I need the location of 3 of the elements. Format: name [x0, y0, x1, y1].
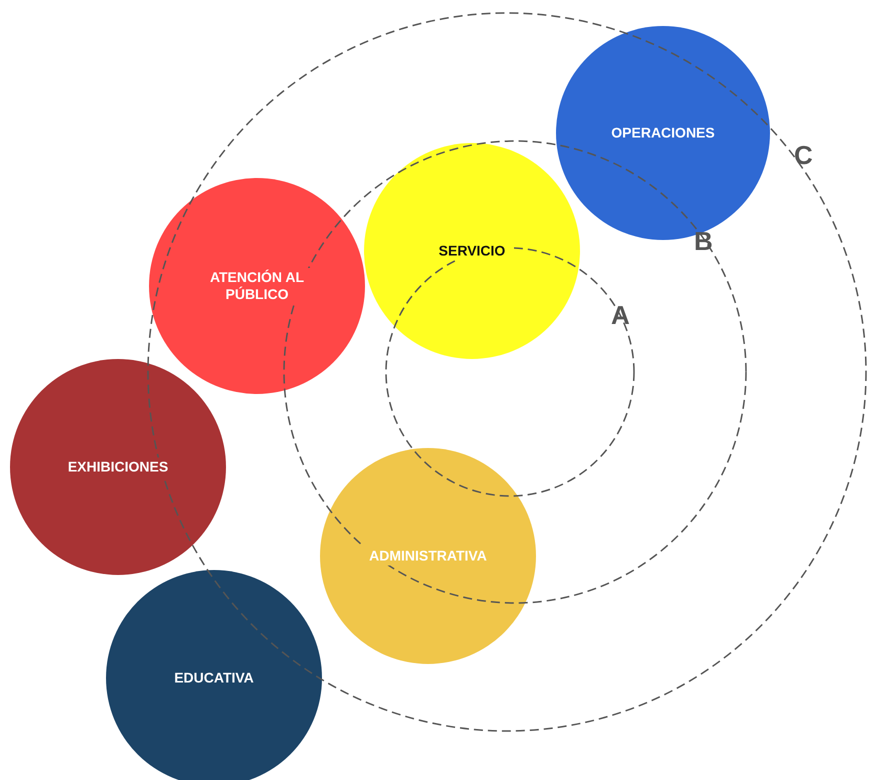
ring-letter: C [794, 141, 813, 169]
ring-letter: B [694, 227, 713, 255]
ring-letter: A [611, 301, 630, 329]
